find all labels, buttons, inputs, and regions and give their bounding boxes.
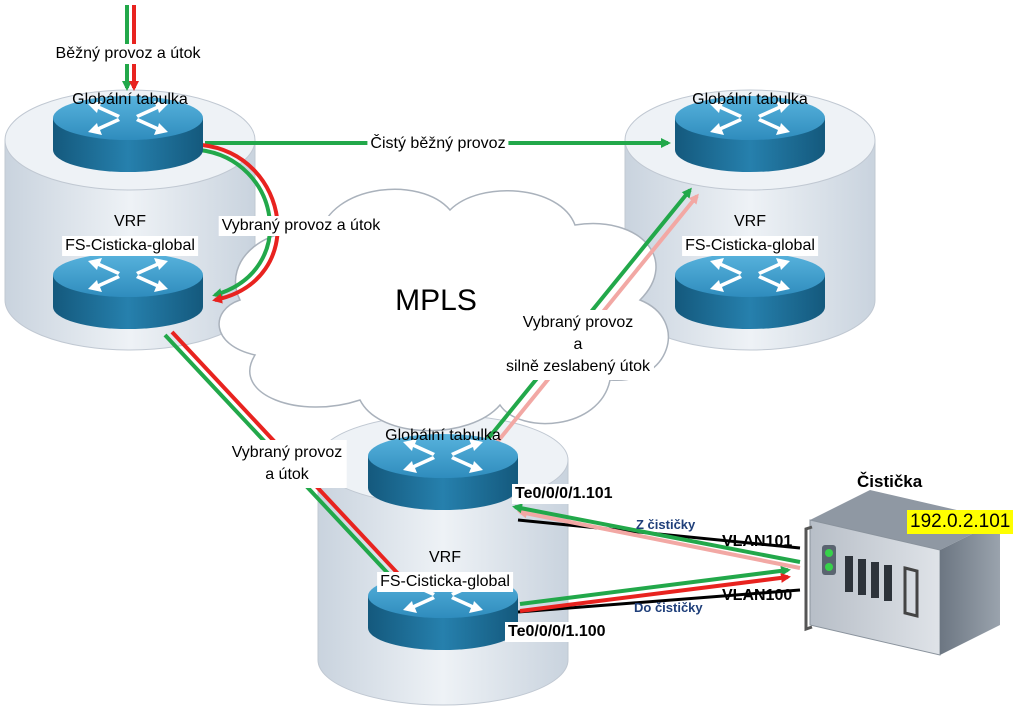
label-iface-100: Te0/0/0/1.100 <box>505 622 609 642</box>
label-right-global: Globální tabulka <box>692 91 808 108</box>
label-left-global: Globální tabulka <box>72 91 188 108</box>
label-selected-down-line-2: a útok <box>265 466 309 483</box>
label-iface-101: Te0/0/0/1.101 <box>512 484 616 504</box>
to-scrubber-red-arrow <box>519 572 791 613</box>
label-bottom-global: Globální tabulka <box>385 427 501 444</box>
label-selected-weak-attack: Vybraný provoz a silně zeslabený útok <box>501 310 655 380</box>
to-scrubber-green-arrow <box>519 565 791 606</box>
label-bottom-vrf-1: VRF <box>429 549 461 566</box>
label-from-scrubber: Z čističky <box>636 517 696 532</box>
label-selected-weak-line-1: Vybraný provoz <box>522 314 634 331</box>
label-clean-traffic: Čistý běžný provoz <box>367 134 509 154</box>
label-bottom-vrf-2: FS-Cisticka-global <box>377 572 513 592</box>
label-scrubber-title: Čistička <box>857 472 923 491</box>
router-icon <box>53 253 203 329</box>
label-right-vrf-1: VRF <box>734 213 766 230</box>
label-selected-down-line-1: Vybraný provoz <box>231 444 343 461</box>
router-icon <box>368 434 518 510</box>
vlan100-link <box>517 588 801 614</box>
label-vlan100: VLAN100 <box>722 587 793 604</box>
label-vlan101: VLAN101 <box>722 533 793 550</box>
label-selected-attack-down: Vybraný provoz a útok <box>227 440 347 488</box>
label-inbound: Běžný provoz a útok <box>52 44 204 64</box>
label-left-vrf-2: FS-Cisticka-global <box>62 236 198 256</box>
router-icon <box>675 96 825 172</box>
label-mpls: MPLS <box>395 284 477 317</box>
label-to-scrubber: Do čističky <box>634 600 703 615</box>
label-left-vrf-1: VRF <box>114 213 146 230</box>
label-scrubber-ip: 192.0.2.101 <box>907 510 1014 534</box>
label-selected-weak-line-3: silně zeslabený útok <box>505 358 651 375</box>
router-icon <box>675 253 825 329</box>
label-right-vrf-2: FS-Cisticka-global <box>682 236 818 256</box>
label-selected-attack: Vybraný provoz a útok <box>218 216 384 236</box>
label-selected-weak-line-2: a <box>573 336 583 353</box>
from-scrubber-green-arrow <box>512 503 801 564</box>
server-icon <box>804 490 1000 656</box>
router-icon <box>53 96 203 172</box>
from-scrubber-red-arrow <box>517 508 801 570</box>
